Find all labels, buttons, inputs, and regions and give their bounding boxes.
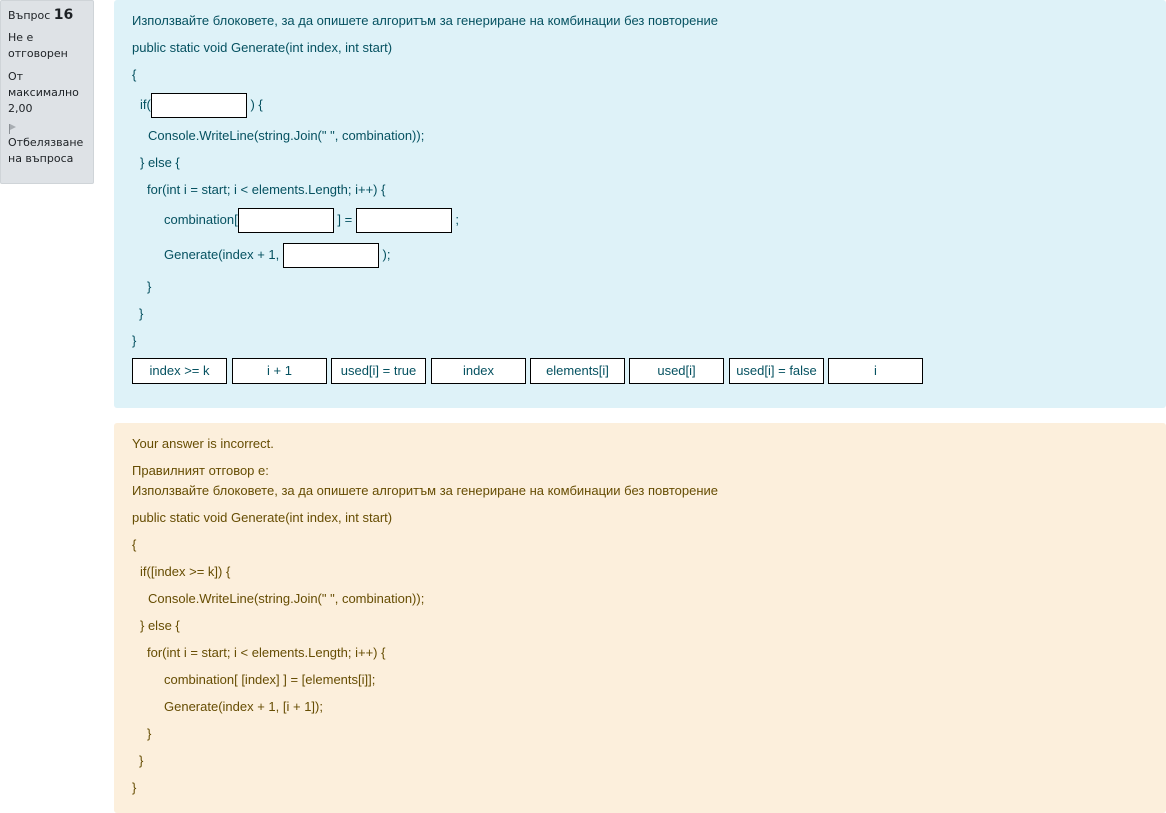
code-close-else: } <box>139 306 144 321</box>
feedback-signature: public static void Generate(int index, i… <box>132 510 393 525</box>
code-else-line: } else { <box>140 155 180 170</box>
code-generate-line: Generate(index + 1, ); <box>164 241 390 269</box>
question-intro: Използвайте блоковете, за да опишете алг… <box>132 13 719 28</box>
drag-choice[interactable]: used[i] = false <box>729 358 824 384</box>
code-close-for: } <box>147 279 152 294</box>
feedback-incorrect: Your answer is incorrect. <box>132 436 274 451</box>
feedback-close-method: } <box>132 780 137 795</box>
drag-choice[interactable]: used[i] = true <box>331 358 426 384</box>
code-open-brace: { <box>132 67 137 82</box>
drop-zone-combination-value[interactable] <box>355 208 452 234</box>
feedback-else-line: } else { <box>140 618 180 633</box>
feedback-generate-line: Generate(index + 1, [i + 1]); <box>164 699 323 714</box>
code-close-method: } <box>132 333 137 348</box>
code-console-line: Console.WriteLine(string.Join(" ", combi… <box>148 128 425 143</box>
feedback-card: Your answer is incorrect. Правилният отг… <box>114 423 1166 813</box>
feedback-correct-label: Правилният отговор е: <box>132 463 269 478</box>
code-signature: public static void Generate(int index, i… <box>132 40 393 55</box>
code-if-line: if( ) { <box>140 91 263 119</box>
feedback-if-line: if([index >= k]) { <box>140 564 231 579</box>
question-number: Въпрос 16 <box>8 7 74 23</box>
feedback-close-for: } <box>147 726 152 741</box>
code-combination-line: combination[ ] = ; <box>164 206 459 234</box>
code-for-line: for(int i = start; i < elements.Length; … <box>147 182 386 197</box>
drag-choice[interactable]: index <box>431 358 526 384</box>
drag-choice[interactable]: i <box>828 358 923 384</box>
drag-choice[interactable]: elements[i] <box>530 358 625 384</box>
drop-zone-combination-index[interactable] <box>237 208 334 234</box>
feedback-combination-line: combination[ [index] ] = [elements[i]]; <box>164 672 376 687</box>
drag-choice[interactable]: index >= k <box>132 358 227 384</box>
drop-zone-generate-start[interactable] <box>282 243 379 269</box>
feedback-open-brace: { <box>132 537 137 552</box>
flag-icon[interactable] <box>8 123 18 134</box>
question-card: Използвайте блоковете, за да опишете алг… <box>114 0 1166 408</box>
feedback-for-line: for(int i = start; i < elements.Length; … <box>147 645 386 660</box>
feedback-intro: Използвайте блоковете, за да опишете алг… <box>132 483 719 498</box>
drag-choice[interactable]: used[i] <box>629 358 724 384</box>
feedback-console-line: Console.WriteLine(string.Join(" ", combi… <box>148 591 425 606</box>
drop-zone-if-condition[interactable] <box>150 93 247 119</box>
drag-choice[interactable]: i + 1 <box>232 358 327 384</box>
feedback-close-else: } <box>139 753 144 768</box>
